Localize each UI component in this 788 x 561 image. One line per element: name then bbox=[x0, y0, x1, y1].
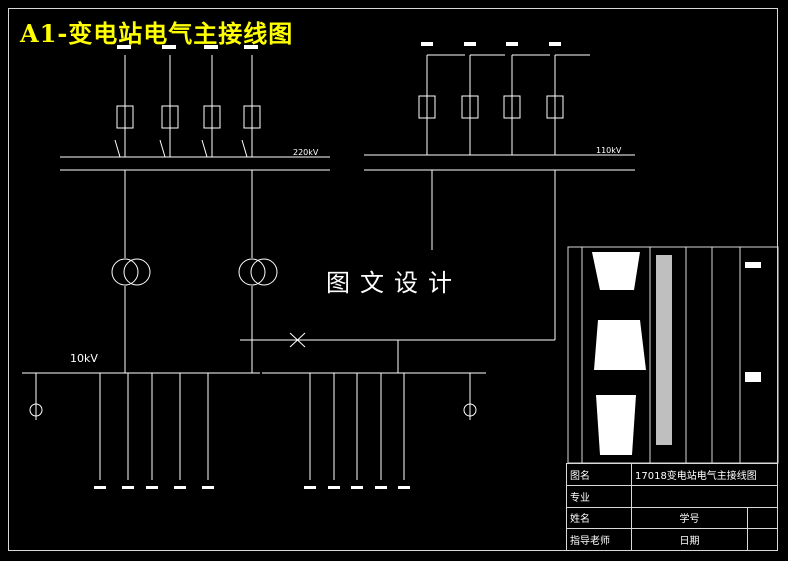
title-block-name-label: 姓名 bbox=[566, 506, 632, 530]
schedule-fill bbox=[592, 252, 761, 455]
title-block-date-value bbox=[746, 528, 779, 551]
schedule-table bbox=[567, 246, 779, 464]
bus-220kv-label: 220kV bbox=[293, 148, 319, 157]
title-block-drawing-name-label: 图名 bbox=[566, 463, 632, 486]
feeder-10kv-group bbox=[99, 373, 405, 480]
bus-10kv-label: 10kV bbox=[70, 352, 98, 365]
feeder-110kv-group bbox=[418, 54, 590, 155]
feeder-220kv-group bbox=[114, 55, 261, 158]
bus-110kv-label: 110kV bbox=[596, 146, 622, 155]
title-block-drawing-name-value: 17018变电站电气主接线图 bbox=[631, 463, 778, 486]
title-block: 图名 17018变电站电气主接线图 专业 姓名 学号 指导老师 日期 bbox=[566, 463, 779, 551]
watermark-text: 图文设计 bbox=[301, 256, 487, 305]
drawing-title: A1-变电站电气主接线图 bbox=[20, 19, 294, 48]
title-block-student-id-value bbox=[746, 506, 779, 530]
transformer-2 bbox=[238, 258, 266, 286]
title-block-student-id-label: 学号 bbox=[631, 506, 748, 530]
title-block-date-label: 日期 bbox=[631, 528, 748, 551]
title-block-advisor-label: 指导老师 bbox=[566, 528, 632, 551]
title-block-major-label: 专业 bbox=[566, 484, 632, 508]
title-block-major-value bbox=[631, 484, 778, 508]
transformer-1 bbox=[111, 258, 139, 286]
